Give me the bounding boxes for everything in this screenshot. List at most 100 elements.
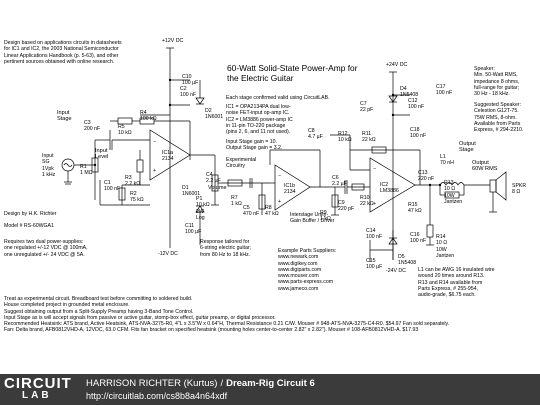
comp-C17: C17 100 nF xyxy=(436,84,453,97)
label-minus24v: -24V DC xyxy=(386,268,406,274)
design-basis-note: Design based on applications circuits in… xyxy=(4,40,122,65)
comp-C10: C10 100 µF xyxy=(182,74,199,87)
comp-P1: P1 10 kΩ 2W Log xyxy=(196,196,210,221)
svg-text:−: − xyxy=(278,173,281,179)
comp-R4: R4 100 kΩ xyxy=(140,110,157,123)
supply-rails xyxy=(166,47,410,260)
svg-text:−: − xyxy=(373,166,376,172)
label-volume: Volume xyxy=(208,185,227,191)
circuit-title: 60-Watt Solid-State Power-Amp for the El… xyxy=(227,63,358,83)
comp-C5: C5 470 nF xyxy=(243,205,260,218)
comp-C7: C7 22 pF xyxy=(360,101,374,114)
comp-D4: D4 1N5408 xyxy=(400,86,419,99)
comp-R11: R11 22 kΩ xyxy=(362,131,376,144)
opamp-ic1a: − + xyxy=(149,129,191,181)
resistor-R9 xyxy=(331,194,339,208)
label-minus12v: -12V DC xyxy=(158,251,178,257)
resistor-R1 xyxy=(91,157,99,173)
confirmed-note: Each stage confirmed valid using Circuit… xyxy=(226,95,330,101)
comp-IC1a: IC1a 2134 xyxy=(162,150,174,163)
resistor-R10 xyxy=(351,183,365,191)
power-amp-ic2: − + xyxy=(369,157,416,213)
comp-C3: C3 200 nF xyxy=(84,120,101,133)
suggested-speaker-note: Suggested Speaker:Celestion G12T-75.75W … xyxy=(474,102,524,134)
author-link[interactable]: HARRISON RICHTER (Kurtus) xyxy=(86,378,218,389)
comp-R3: R3 2.2 kΩ xyxy=(125,175,141,188)
label-output: Output 60W RMS xyxy=(472,160,498,173)
comp-C16: C16 100 nF xyxy=(410,232,427,245)
comp-R9: R9 1 kΩ xyxy=(320,210,331,223)
comp-C8: C8 4.7 µF xyxy=(308,128,323,141)
schematic-canvas: − + − + xyxy=(61,47,507,262)
comp-C11: C11 100 µF xyxy=(185,223,202,236)
label-output-stage: Output Stage xyxy=(459,141,476,154)
comp-C9: C9 220 pF xyxy=(338,200,355,213)
svg-text:+: + xyxy=(153,168,156,174)
gain-note: Input Stage gain = 10.Output Stage gain … xyxy=(226,139,283,152)
comp-R1: R1 1 MΩ xyxy=(80,164,93,177)
label-input: Input SG 1Vpk 1 kHz xyxy=(42,153,56,178)
comp-C15: C15 100 µF xyxy=(366,258,383,271)
speaker-coil xyxy=(489,179,497,193)
comp-D2: D2 1N6001 xyxy=(205,108,224,121)
label-input-stage: Input Stage xyxy=(57,110,72,123)
comp-C6: C6 2.2 µF xyxy=(332,175,347,188)
label-plus12v: +12V DC xyxy=(162,38,184,44)
bottom-notes: Treat as experimental circuit. Breadboar… xyxy=(4,296,450,334)
label-interstage: Interstage Unity- Gain Buffer / Driver xyxy=(290,212,335,225)
label-plus24v: +24V DC xyxy=(386,62,408,68)
comp-IC2: IC2 LM3886 xyxy=(380,182,399,195)
negative-rail-decoupling xyxy=(369,95,398,262)
label-speaker: SPKR 8 Ω xyxy=(512,183,527,196)
comp-R13: R13 10 Ω 10W Jantzen xyxy=(444,180,463,205)
designer-note: Design by H.K. Richter xyxy=(4,211,57,217)
circuitlab-logo[interactable]: CIRCUIT LAB xyxy=(4,375,72,401)
comp-R8: R8 47 kΩ xyxy=(265,205,279,218)
resistor-R8 xyxy=(258,194,266,210)
svg-text:−: − xyxy=(153,139,156,145)
resistor-R7 xyxy=(227,179,243,187)
comp-R12: R12 10 kΩ xyxy=(338,131,352,144)
comp-C4: C4 2.2 µF xyxy=(206,172,221,185)
svg-text:+: + xyxy=(278,199,281,205)
comp-R2: R2 75 kΩ xyxy=(130,191,144,204)
volume-pot xyxy=(211,155,270,215)
schematic-diagram: − + − + xyxy=(61,47,507,262)
circuit-name: Dream-Rig Circuit 6 xyxy=(226,378,315,389)
comp-D5: D5 1N5408 xyxy=(398,254,417,267)
comp-C13: C13 220 nF xyxy=(418,170,435,183)
ic-info-note: IC1 = OPA2134PA dual low-noise FET-input… xyxy=(226,104,293,136)
footer-bar: CIRCUIT LAB HARRISON RICHTER (Kurtus)/Dr… xyxy=(0,374,540,405)
resistor-R3 xyxy=(136,159,144,173)
comp-C18: C18 100 nF xyxy=(410,127,427,140)
comp-C14: C14 100 nF xyxy=(366,228,383,241)
circuit-author-title: HARRISON RICHTER (Kurtus)/Dream-Rig Circ… xyxy=(86,378,315,389)
comp-D1: D1 1N6001 xyxy=(182,185,201,198)
comp-R15: R15 47 kΩ xyxy=(408,202,422,215)
label-input-level: Input Level xyxy=(95,148,109,161)
comp-IC1b: IC1b 2134 xyxy=(284,183,296,196)
comp-C2: C2 100 nF xyxy=(180,86,197,99)
input-stage-wiring xyxy=(61,114,191,206)
comp-R7: R7 1 kΩ xyxy=(231,195,242,208)
protection-diodes xyxy=(195,80,205,245)
circuit-url[interactable]: http://circuitlab.com/cs8b8a4n64xdf xyxy=(86,391,228,401)
comp-C12: C12 100 nF xyxy=(408,98,425,111)
resistor-R11 xyxy=(371,146,387,154)
supplies-note: Requires two dual power-supplies:one reg… xyxy=(4,239,88,258)
output-network xyxy=(426,171,507,246)
opamp-ic1b: − + xyxy=(274,164,311,211)
comp-R14: R14 10 Ω 10W Jantzen xyxy=(436,234,455,259)
speaker-cone xyxy=(495,171,507,201)
resistor-R2 xyxy=(118,187,126,201)
resistor-R14 xyxy=(426,224,434,238)
model-note: Model # RS-60WGA1 xyxy=(4,223,54,229)
speaker-note: Speaker:Min. 50-Watt RMS,impedance 8 ohm… xyxy=(474,66,520,98)
interstage-coupling xyxy=(330,180,370,216)
comp-R10: R10 22 kΩ xyxy=(360,195,374,208)
comp-C1: C1 100 nF xyxy=(104,180,121,193)
